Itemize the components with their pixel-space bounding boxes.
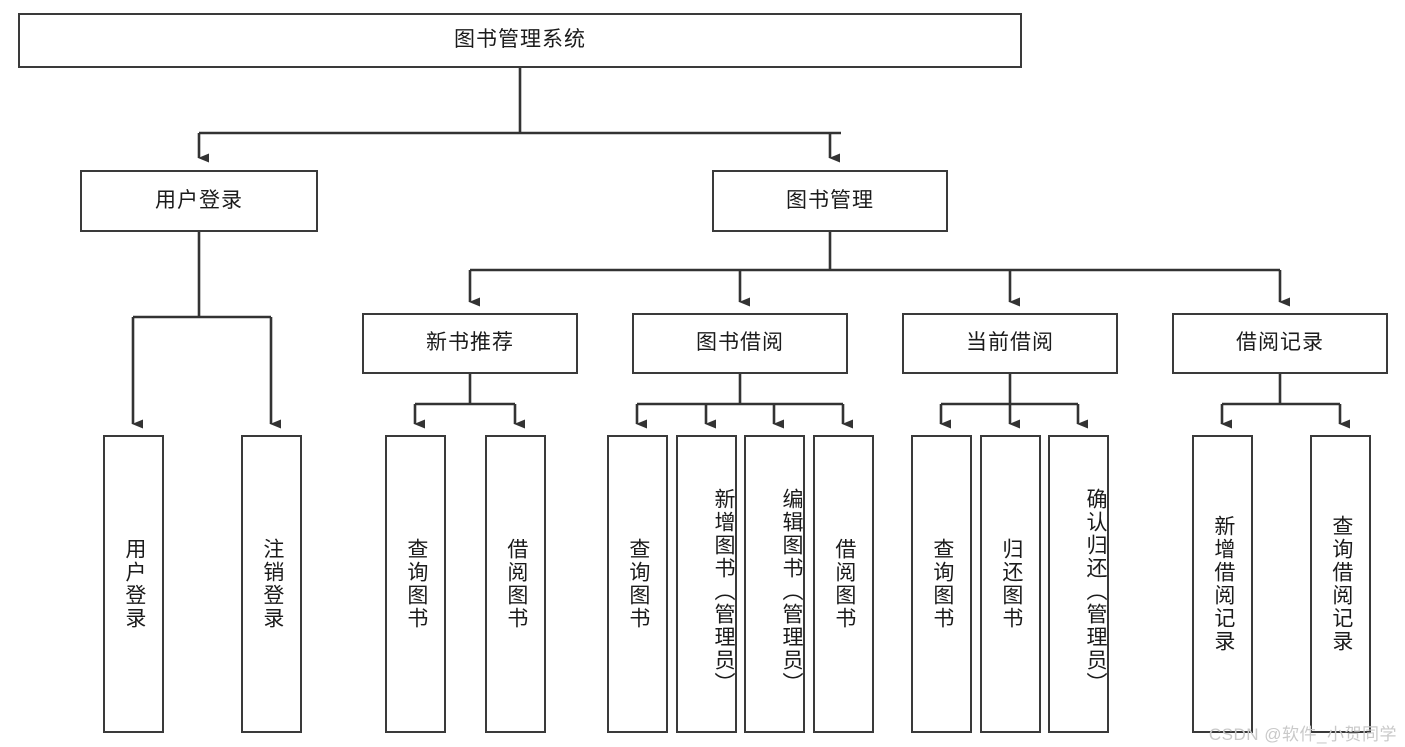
leaf-add-book-label: 新增图书（管理员） bbox=[712, 487, 735, 695]
leaf-borrow-book-2-label: 借阅图书 bbox=[832, 538, 856, 630]
leaf-query-book-3-label: 查询图书 bbox=[930, 538, 954, 630]
leaf-edit-book[interactable]: 编辑图书（管理员） bbox=[744, 435, 805, 733]
leaf-query-record-label: 查询借阅记录 bbox=[1329, 515, 1353, 653]
leaf-borrow-book-1[interactable]: 借阅图书 bbox=[485, 435, 546, 733]
leaf-query-book-2[interactable]: 查询图书 bbox=[607, 435, 668, 733]
leaf-edit-book-label: 编辑图书（管理员） bbox=[780, 487, 803, 695]
node-current-borrow-label: 当前借阅 bbox=[966, 331, 1054, 355]
node-new-book-recommend-label: 新书推荐 bbox=[426, 331, 514, 355]
node-root-label: 图书管理系统 bbox=[454, 28, 586, 52]
leaf-user-login[interactable]: 用户登录 bbox=[103, 435, 164, 733]
node-book-management[interactable]: 图书管理 bbox=[712, 170, 948, 232]
leaf-borrow-book-1-label: 借阅图书 bbox=[504, 538, 528, 630]
node-current-borrow[interactable]: 当前借阅 bbox=[902, 313, 1118, 374]
node-root[interactable]: 图书管理系统 bbox=[18, 13, 1022, 68]
leaf-query-book-2-label: 查询图书 bbox=[626, 538, 650, 630]
leaf-query-book-1[interactable]: 查询图书 bbox=[385, 435, 446, 733]
leaf-query-record[interactable]: 查询借阅记录 bbox=[1310, 435, 1371, 733]
leaf-borrow-book-2[interactable]: 借阅图书 bbox=[813, 435, 874, 733]
node-user-login-label: 用户登录 bbox=[155, 188, 243, 212]
node-book-management-label: 图书管理 bbox=[786, 188, 874, 212]
leaf-logout-label: 注销登录 bbox=[260, 538, 284, 630]
node-borrow-records[interactable]: 借阅记录 bbox=[1172, 313, 1388, 374]
leaf-query-book-3[interactable]: 查询图书 bbox=[911, 435, 972, 733]
node-book-borrow[interactable]: 图书借阅 bbox=[632, 313, 848, 374]
leaf-confirm-return[interactable]: 确认归还（管理员） bbox=[1048, 435, 1109, 733]
leaf-add-record[interactable]: 新增借阅记录 bbox=[1192, 435, 1253, 733]
leaf-user-login-label: 用户登录 bbox=[122, 538, 146, 630]
leaf-confirm-return-label: 确认归还（管理员） bbox=[1084, 487, 1107, 695]
leaf-return-book-label: 归还图书 bbox=[999, 538, 1023, 630]
leaf-query-book-1-label: 查询图书 bbox=[404, 538, 428, 630]
node-book-borrow-label: 图书借阅 bbox=[696, 331, 784, 355]
leaf-logout[interactable]: 注销登录 bbox=[241, 435, 302, 733]
node-new-book-recommend[interactable]: 新书推荐 bbox=[362, 313, 578, 374]
node-user-login[interactable]: 用户登录 bbox=[80, 170, 318, 232]
leaf-return-book[interactable]: 归还图书 bbox=[980, 435, 1041, 733]
watermark-text: CSDN @软件_小贺同学 bbox=[1208, 725, 1397, 744]
leaf-add-record-label: 新增借阅记录 bbox=[1211, 515, 1235, 653]
node-borrow-records-label: 借阅记录 bbox=[1236, 331, 1324, 355]
leaf-add-book[interactable]: 新增图书（管理员） bbox=[676, 435, 737, 733]
